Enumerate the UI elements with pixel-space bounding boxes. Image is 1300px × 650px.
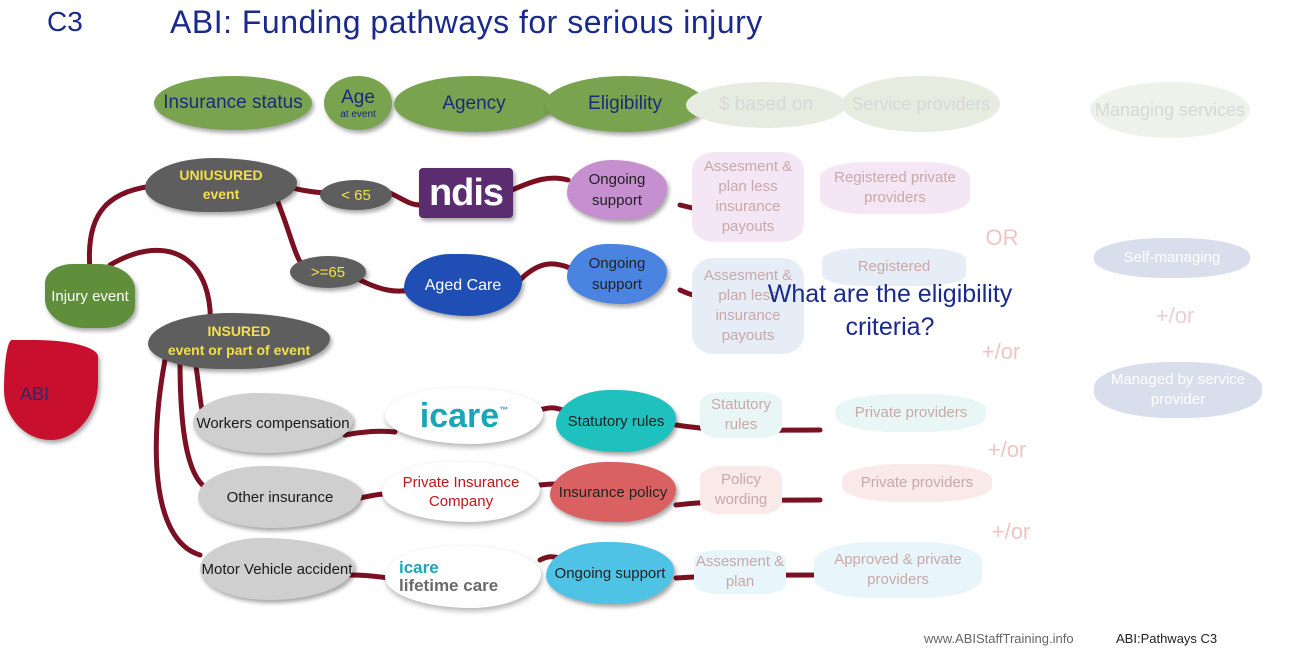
other-insurance-node: Other insurance <box>198 466 362 528</box>
private-insurance-node: Private Insurance Company <box>382 462 540 522</box>
insured-label-1: INSURED <box>207 323 271 339</box>
injury-event-node: Injury event <box>45 264 135 328</box>
provider-motor: Approved & private providers <box>814 542 982 598</box>
abi-shape <box>4 340 98 440</box>
icare-lt-top: icare <box>399 558 439 577</box>
motor-vehicle-node: Motor Vehicle accident <box>200 538 354 600</box>
header-managing-services: Managing services <box>1090 82 1250 138</box>
wire-motor-lifetime <box>347 572 391 581</box>
header-age: Age at event <box>324 76 392 130</box>
abi-label: ABI <box>20 384 50 404</box>
connector-and-or-3: +/or <box>991 519 1031 544</box>
header-age-label: Age <box>341 87 375 108</box>
basis-workers: Statutory rules <box>700 392 782 438</box>
footer-site: www.ABIStaffTraining.info <box>924 631 1074 646</box>
age-over-65-node: >=65 <box>290 256 366 288</box>
question-text: What are the eligibility criteria? <box>767 280 1013 341</box>
wire-injury-insured <box>107 247 213 333</box>
age-under-65-node: < 65 <box>320 180 392 210</box>
managing-self: Self-managing <box>1094 238 1250 278</box>
connector-and-or-2: +/or <box>987 437 1027 462</box>
header-service-providers: Service providers <box>842 76 1000 132</box>
ndis-logo: ndis <box>419 168 513 218</box>
page-title: ABI: Funding pathways for serious injury <box>170 4 763 40</box>
wire-under65-ndis <box>387 190 423 208</box>
connector-or: OR <box>985 225 1019 250</box>
aged-care-node: Aged Care <box>404 254 522 316</box>
connector-and-or-4: +/or <box>1155 303 1195 328</box>
basis-motor: Assesment & plan <box>694 550 786 594</box>
provider-workers: Private providers <box>836 394 986 432</box>
basis-ndis: Assesment & plan less insurance payouts <box>692 152 804 242</box>
eligibility-workers: Statutory rules <box>556 390 676 452</box>
header-insurance-status: Insurance status <box>154 76 312 130</box>
provider-ndis: Registered private providers <box>820 162 970 214</box>
wire-ndis-elig <box>509 175 571 193</box>
eligibility-motor: Ongoing support <box>546 542 674 604</box>
header-eligibility: Eligibility <box>545 76 705 132</box>
managing-provider: Managed by service provider <box>1094 362 1262 418</box>
icare-lt-bottom: lifetime care <box>399 576 499 595</box>
basis-aged-care: Assesment & plan less insurance payouts <box>692 258 804 354</box>
uninsured-label-1: UNIUSURED <box>179 167 263 183</box>
slide-id: C3 <box>47 6 83 37</box>
eligibility-ndis: Ongoing support <box>567 160 667 220</box>
insured-node: INSURED event or part of event <box>148 313 330 369</box>
wire-workers-icare <box>342 428 398 438</box>
uninsured-label-2: event <box>202 186 240 202</box>
wire-uninsured-over65 <box>272 192 308 271</box>
wire-aged-elig <box>517 261 573 283</box>
wire-over65-aged <box>357 277 413 294</box>
provider-other: Private providers <box>842 464 992 502</box>
eligibility-aged-care: Ongoing support <box>567 244 667 304</box>
header-age-sublabel: at event <box>340 109 376 120</box>
uninsured-node: UNIUSURED event <box>145 158 297 212</box>
icare-text: icare <box>419 396 500 435</box>
provider-aged-care: Registered <box>822 248 966 286</box>
insured-label-2: event or part of event <box>167 342 311 358</box>
wire-injury-uninsured <box>86 182 163 273</box>
footer-reference: ABI:Pathways C3 <box>1116 631 1218 646</box>
eligibility-other: Insurance policy <box>550 462 676 522</box>
workers-compensation-node: Workers compensation <box>193 393 353 453</box>
wire-insured-motor <box>153 357 203 558</box>
header-agency: Agency <box>394 76 554 132</box>
connector-and-or-1: +/or <box>981 339 1021 364</box>
basis-other: Policy wording <box>700 466 782 514</box>
header-based-on: $ based on <box>686 82 846 128</box>
icare-lifetime-logo: icare lifetime care <box>385 546 541 608</box>
icare-trademark: ™ <box>499 405 509 415</box>
